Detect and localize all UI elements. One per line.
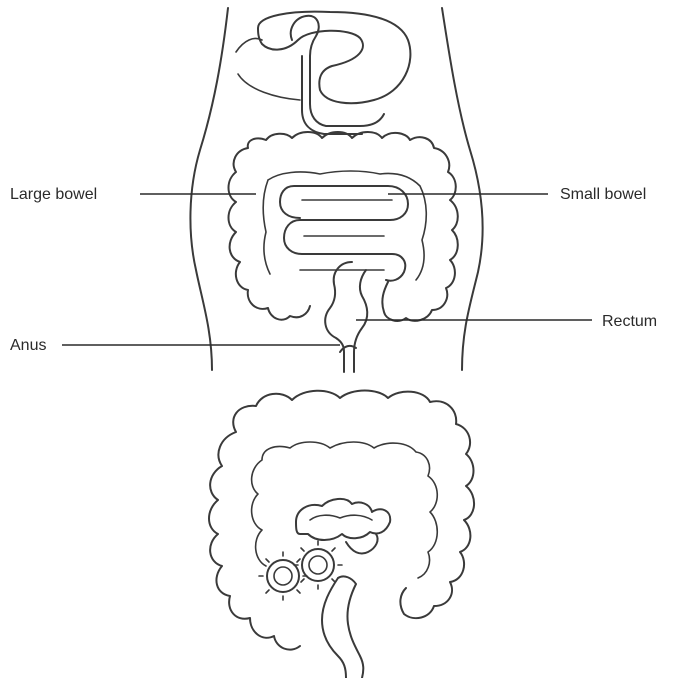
polyp-left	[259, 552, 307, 600]
torso-outline-right	[442, 8, 483, 370]
label-rectum: Rectum	[356, 313, 657, 330]
label-anus: Anus	[10, 337, 340, 354]
label-small-bowel-text: Small bowel	[560, 186, 646, 203]
central-loop-inner	[310, 515, 372, 520]
label-anus-text: Anus	[10, 337, 46, 354]
large-bowel-outer	[229, 132, 458, 321]
stomach	[258, 12, 410, 104]
label-small-bowel: Small bowel	[388, 186, 646, 203]
label-rectum-text: Rectum	[602, 313, 657, 330]
label-large-bowel-text: Large bowel	[10, 186, 97, 203]
torso-outline-left	[190, 8, 228, 370]
torso-figure	[190, 8, 482, 372]
label-large-bowel: Large bowel	[10, 186, 256, 203]
colon-closeup-figure	[209, 391, 474, 678]
lower-rectum	[322, 576, 363, 678]
rectum	[325, 262, 367, 364]
colon-inner-outline	[252, 442, 438, 578]
colon-outer-outline	[209, 391, 474, 650]
esophagus	[291, 16, 384, 126]
small-bowel-inner-lines	[300, 200, 392, 270]
